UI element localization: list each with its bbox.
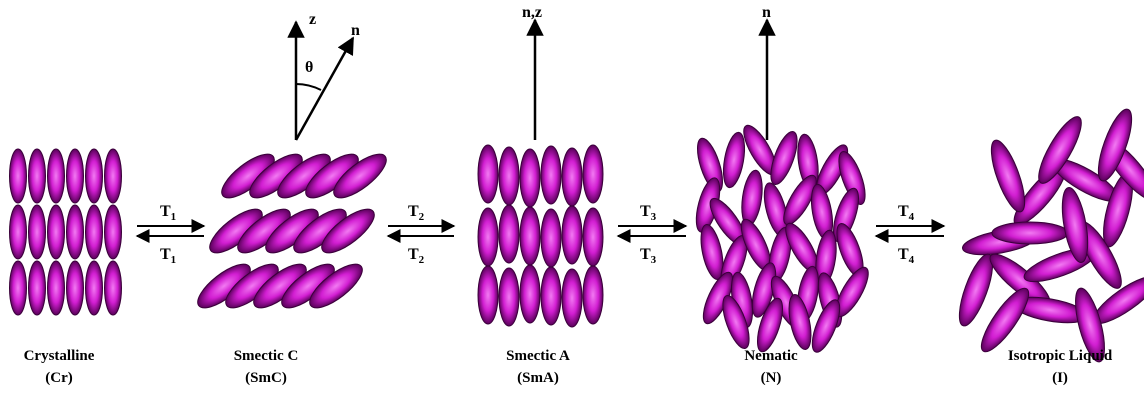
nematic-director-axis: n <box>762 4 771 140</box>
transition-t2: T2 T2 <box>388 203 454 266</box>
molecule <box>541 209 561 267</box>
molecule <box>67 261 84 315</box>
director-n-arrow <box>296 38 353 140</box>
t3-lower-label: T3 <box>640 246 657 266</box>
isotropic-abbr: (I) <box>1052 370 1068 386</box>
crystalline-molecules <box>10 149 122 315</box>
theta-arc <box>296 84 321 90</box>
molecule <box>478 145 498 203</box>
molecule <box>29 149 46 203</box>
phase-captions: Crystalline (Cr) Smectic C (SmC) Smectic… <box>24 348 1113 386</box>
molecule <box>29 205 46 259</box>
molecule <box>583 266 603 324</box>
molecule <box>29 261 46 315</box>
molecule <box>105 205 122 259</box>
molecule <box>10 149 27 203</box>
molecule <box>10 261 27 315</box>
t2-upper-label: T2 <box>408 203 425 223</box>
molecule <box>48 149 65 203</box>
t4-lower-label: T4 <box>898 246 915 266</box>
molecule <box>105 261 122 315</box>
molecule <box>720 131 748 189</box>
molecule <box>739 169 766 227</box>
molecule <box>10 205 27 259</box>
molecule <box>541 146 561 204</box>
smectic-a-molecules <box>478 145 603 327</box>
molecule <box>48 261 65 315</box>
smectic-a-director-axis: n,z <box>522 4 542 140</box>
nematic-name: Nematic <box>744 348 798 364</box>
molecule <box>520 149 540 207</box>
smectic-c-molecules <box>191 147 392 315</box>
molecule <box>499 205 519 263</box>
nematic-n-label: n <box>762 4 771 21</box>
molecule <box>499 268 519 326</box>
transition-t4: T4 T4 <box>876 203 944 266</box>
molecule <box>48 205 65 259</box>
molecule <box>985 137 1032 216</box>
molecule <box>105 149 122 203</box>
transition-t3: T3 T3 <box>618 203 686 266</box>
molecule <box>67 205 84 259</box>
molecule <box>562 269 582 327</box>
molecule <box>86 205 103 259</box>
t1-upper-label: T1 <box>160 203 176 223</box>
molecule <box>86 149 103 203</box>
t2-lower-label: T2 <box>408 246 425 266</box>
smectic-a-name: Smectic A <box>506 348 570 364</box>
molecule <box>583 145 603 203</box>
smectic-c-name: Smectic C <box>234 348 299 364</box>
molecule <box>478 208 498 266</box>
molecule <box>541 267 561 325</box>
transition-t1: T1 T1 <box>137 203 204 266</box>
molecule <box>67 149 84 203</box>
isotropic-name: Isotropic Liquid <box>1008 348 1113 364</box>
smectic-a-abbr: (SmA) <box>517 370 559 386</box>
theta-label: θ <box>305 59 313 76</box>
crystalline-name: Crystalline <box>24 348 95 364</box>
molecule <box>520 265 540 323</box>
molecule <box>499 147 519 205</box>
molecule <box>583 208 603 266</box>
smectic-c-director-axes: z n θ <box>296 11 360 140</box>
isotropic-molecules <box>953 106 1144 365</box>
z-label: z <box>309 11 316 28</box>
molecule <box>562 206 582 264</box>
nematic-molecules <box>692 121 875 356</box>
crystalline-abbr: (Cr) <box>45 370 72 386</box>
nz-label: n,z <box>522 4 542 21</box>
t4-upper-label: T4 <box>898 203 915 223</box>
molecule <box>86 261 103 315</box>
t1-lower-label: T1 <box>160 246 176 266</box>
n-label: n <box>351 22 360 39</box>
molecule <box>520 207 540 265</box>
t3-upper-label: T3 <box>640 203 657 223</box>
molecule <box>478 266 498 324</box>
molecule <box>992 222 1068 244</box>
nematic-abbr: (N) <box>761 370 782 386</box>
smectic-c-abbr: (SmC) <box>245 370 287 386</box>
molecule <box>562 148 582 206</box>
